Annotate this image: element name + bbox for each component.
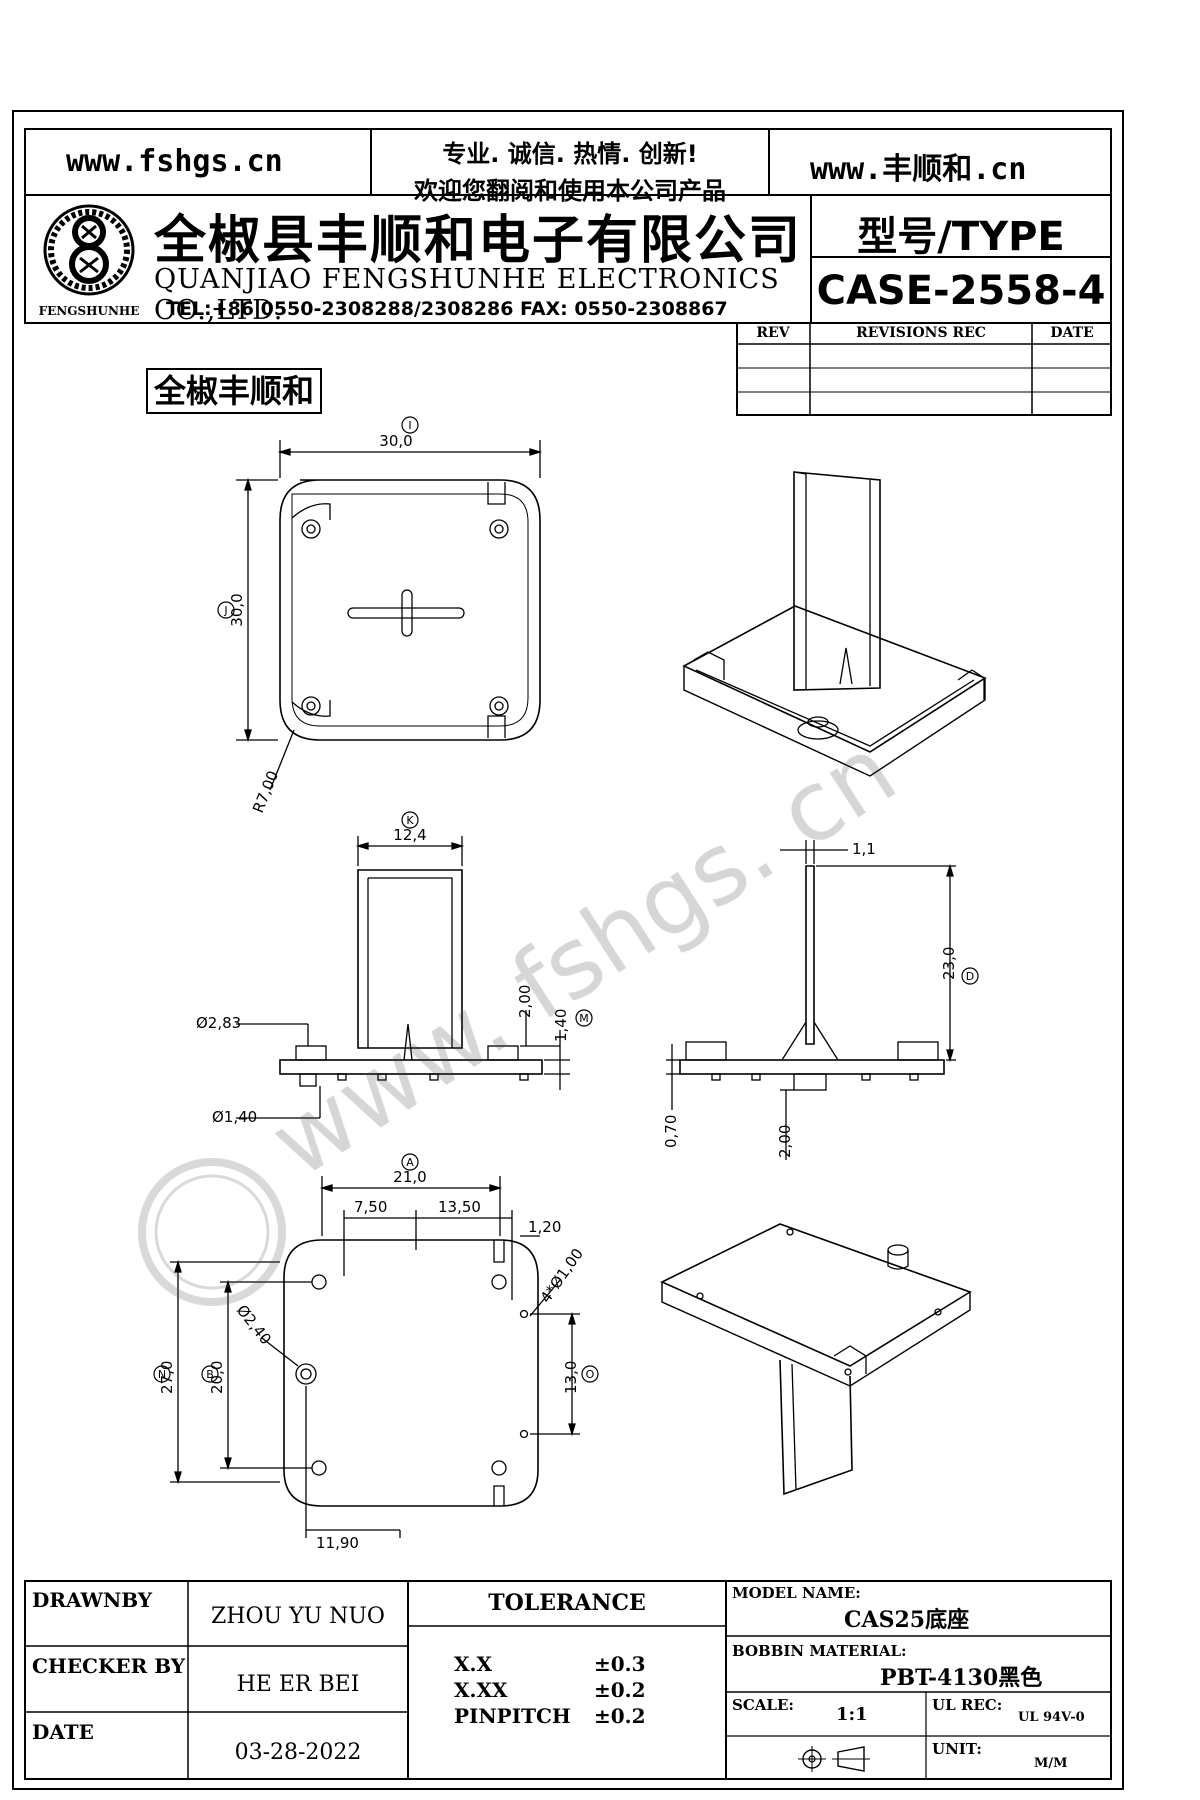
dim-top-height: 30,0 xyxy=(228,593,246,626)
tol-key-1: X.XX xyxy=(454,1678,508,1702)
dim-front-d1: Ø2,83 xyxy=(196,1014,241,1032)
tol-val-1: ±0.2 xyxy=(594,1678,646,1702)
date-header: DATE xyxy=(1050,325,1094,341)
dim-bot-b: 13,50 xyxy=(438,1198,481,1216)
tol-key-0: X.X xyxy=(454,1652,492,1676)
header-slogan-cell: 专业. 诚信. 热情. 创新! 欢迎您翻阅和使用本公司产品 xyxy=(370,128,770,205)
dim-front-d2: Ø1,40 xyxy=(212,1108,257,1126)
dim-front-h1: 2,00 xyxy=(516,985,534,1018)
revisions-rec-header: REVISIONS REC xyxy=(856,325,986,341)
dim-side-height: 23,0 xyxy=(940,947,958,980)
top-view xyxy=(236,440,543,791)
material-value: PBT-4130黑色 xyxy=(880,1665,1043,1691)
bottom-view xyxy=(170,1176,580,1538)
scale-value: 1:1 xyxy=(836,1704,868,1725)
marker-o: O xyxy=(586,1368,595,1381)
marker-j: J xyxy=(223,604,227,617)
ul-value: UL 94V-0 xyxy=(1018,1710,1085,1725)
watermark-text: www. fshgs. cn xyxy=(252,714,915,1199)
dim-bot-h3: 13,0 xyxy=(562,1361,580,1394)
dim-side-b: 2,00 xyxy=(776,1125,794,1158)
brand-tag: 全椒丰顺和 xyxy=(146,368,323,414)
model-value: CAS25底座 xyxy=(844,1607,970,1633)
dim-bot-h1: 27,0 xyxy=(158,1361,176,1394)
tolerance-label: TOLERANCE xyxy=(488,1590,646,1616)
dim-bot-holes: 4*Ø1,00 xyxy=(537,1245,587,1306)
marker-k: K xyxy=(406,814,414,827)
ul-label: UL REC: xyxy=(932,1696,1003,1714)
tol-val-2: ±0.2 xyxy=(594,1704,646,1728)
type-value: CASE-2558-4 xyxy=(816,268,1106,314)
dim-bot-c: 1,20 xyxy=(528,1218,561,1236)
dim-front-h2: 1,40 xyxy=(552,1009,570,1042)
tol-key-2: PINPITCH xyxy=(454,1704,571,1728)
marker-b: B xyxy=(206,1368,214,1381)
dim-bot-a: 7,50 xyxy=(354,1198,387,1216)
marker-m: M xyxy=(579,1012,589,1025)
slogan-line-2: 欢迎您翻阅和使用本公司产品 xyxy=(414,177,726,205)
dim-top-width: 30,0 xyxy=(379,432,412,450)
marker-d: D xyxy=(966,970,974,983)
dim-bot-d: Ø2,40 xyxy=(233,1301,275,1348)
side-view xyxy=(666,840,956,1160)
dimension-labels: 30,0 30,0 R7,00 12,4 2,00 1,40 Ø2,83 Ø1,… xyxy=(158,432,958,1552)
scale-label: SCALE: xyxy=(732,1696,794,1714)
view-markers xyxy=(153,416,979,1383)
iso-view-bottom xyxy=(660,1223,972,1496)
iso-view-top xyxy=(682,471,987,777)
date-label: DATE xyxy=(32,1720,94,1744)
front-view xyxy=(236,836,570,1119)
logo-caption: FENGSHUNHE xyxy=(38,304,140,318)
dim-bot-w2: 11,90 xyxy=(316,1534,359,1552)
marker-a: A xyxy=(406,1156,414,1169)
dim-side-thk: 1,1 xyxy=(852,840,876,858)
slogan-line-1: 专业. 诚信. 热情. 创新! xyxy=(442,140,698,168)
drawing-frame xyxy=(12,110,1124,1790)
unit-value: M/M xyxy=(1034,1756,1068,1771)
unit-label: UNIT: xyxy=(932,1740,982,1758)
dim-radius: R7,00 xyxy=(249,768,282,815)
checker-label: CHECKER BY xyxy=(32,1654,186,1678)
website-url-left: www.fshgs.cn xyxy=(66,144,283,179)
company-cell: FENGSHUNHE 全椒县丰顺和电子有限公司 QUANJIAO FENGSHU… xyxy=(24,194,812,326)
dim-front-width: 12,4 xyxy=(393,826,426,844)
company-contact: TEL:+86 0550-2308288/2308286 FAX: 0550-2… xyxy=(166,298,728,320)
rev-header: REV xyxy=(756,325,790,341)
drawnby-label: DRAWNBY xyxy=(32,1588,153,1612)
website-url-right: www.丰顺和.cn xyxy=(810,152,1027,187)
checker-value: HE ER BEI xyxy=(236,1672,360,1697)
dim-side-a: 0,70 xyxy=(662,1115,680,1148)
projection-symbol-icon xyxy=(798,1746,870,1772)
view-marker-letters: I J K D M A B N O xyxy=(158,419,974,1381)
marker-i: I xyxy=(408,419,411,432)
material-label: BOBBIN MATERIAL: xyxy=(732,1642,907,1660)
company-name-en: QUANJIAO FENGSHUNHE ELECTRONICS CO.,LTD. xyxy=(154,264,780,326)
model-label: MODEL NAME: xyxy=(732,1584,861,1602)
marker-n: N xyxy=(158,1368,166,1381)
company-name-cn: 全椒县丰顺和电子有限公司 xyxy=(154,211,803,271)
revisions-table: REV REVISIONS REC DATE xyxy=(736,322,1112,416)
title-block: DRAWNBY ZHOU YU NUO CHECKER BY HE ER BEI… xyxy=(24,1580,1112,1780)
drawnby-value: ZHOU YU NUO xyxy=(211,1604,385,1629)
tol-val-0: ±0.3 xyxy=(594,1652,646,1676)
dim-bot-width: 21,0 xyxy=(393,1168,426,1186)
company-logo xyxy=(43,204,135,296)
date-value: 03-28-2022 xyxy=(234,1740,362,1765)
revisions-grid xyxy=(736,322,1112,416)
type-label: 型号/TYPE xyxy=(857,214,1065,260)
title-block-grid xyxy=(24,1580,1112,1780)
